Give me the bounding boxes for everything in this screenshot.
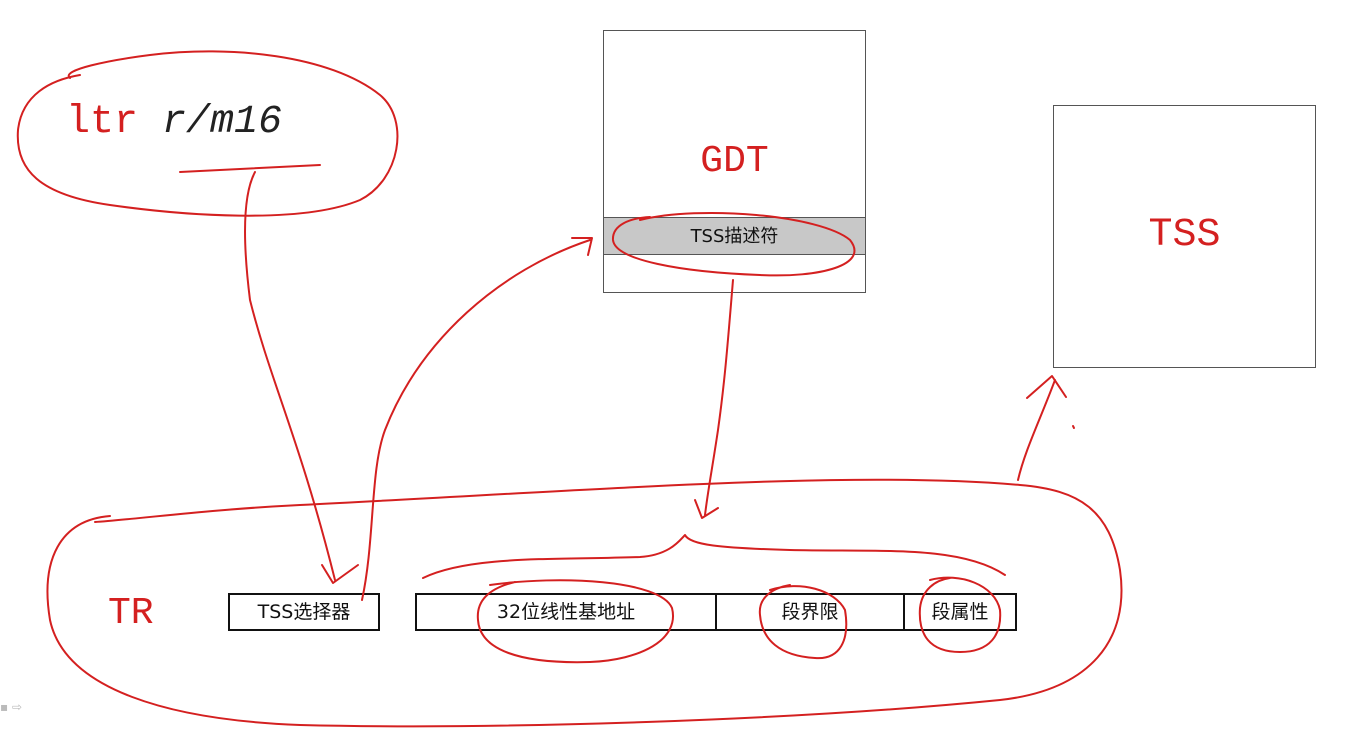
- instruction-mnemonic: ltr: [66, 100, 139, 145]
- operand-to-selector-arrow: [244, 171, 336, 581]
- descriptor-arrowhead: [694, 499, 719, 519]
- tr-to-tss-arrow: [1017, 379, 1056, 481]
- tss-arrowhead: [1026, 375, 1067, 399]
- gdt-arrowhead: [571, 237, 593, 256]
- selector-to-gdt-arrow: [361, 239, 591, 601]
- limit-circle: [758, 584, 848, 660]
- tr-label: TR: [108, 592, 154, 635]
- attributes-circle: [918, 576, 1002, 653]
- descriptor-circle: [611, 211, 856, 277]
- player-controls[interactable]: ▪ ⇨: [0, 700, 23, 714]
- instruction-circle: [16, 50, 399, 217]
- gdt-tss-descriptor-entry: TSS描述符: [603, 217, 866, 255]
- base-circle: [476, 579, 675, 664]
- gdt-label: GDT: [700, 140, 769, 183]
- operand-underline: [179, 164, 321, 173]
- tss-label: TSS: [1148, 213, 1221, 258]
- ink-dot: [1072, 425, 1075, 429]
- tr-selector-field: TSS选择器: [228, 593, 380, 631]
- tr-base-address-field: 32位线性基地址: [415, 593, 717, 631]
- descriptor-brace: [422, 534, 1006, 579]
- tss-box: [1053, 105, 1316, 368]
- instruction-operand: r/m16: [162, 100, 283, 145]
- instruction-text: ltr r/m16: [66, 100, 282, 145]
- tr-register-loop: [46, 478, 1123, 728]
- operand-arrowhead: [321, 564, 359, 584]
- tr-limit-field: 段界限: [715, 593, 905, 631]
- descriptor-to-tr-arrow: [704, 279, 734, 516]
